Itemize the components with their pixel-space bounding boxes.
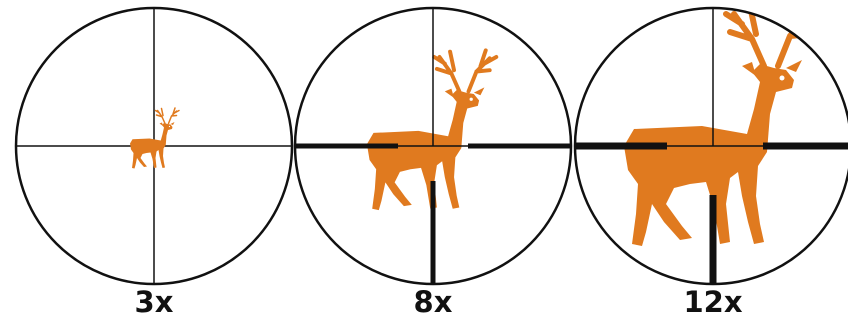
deer-eye <box>780 76 785 81</box>
deer-body <box>624 64 794 246</box>
magnification-label-8x: 8x <box>373 288 493 317</box>
deer-antlers <box>434 50 496 91</box>
scope-view-8x <box>295 8 571 284</box>
deer-antlers <box>156 108 180 124</box>
scope-view-3x <box>16 8 292 284</box>
magnification-label-3x: 3x <box>94 288 214 317</box>
deer-body <box>367 90 479 210</box>
magnification-label-12x: 12x <box>653 288 773 317</box>
deer-eye <box>470 98 473 101</box>
deer-antlers <box>726 4 820 66</box>
deer-eye <box>169 126 170 127</box>
deer-silhouette <box>624 4 820 246</box>
scope-view-12x <box>575 4 848 284</box>
